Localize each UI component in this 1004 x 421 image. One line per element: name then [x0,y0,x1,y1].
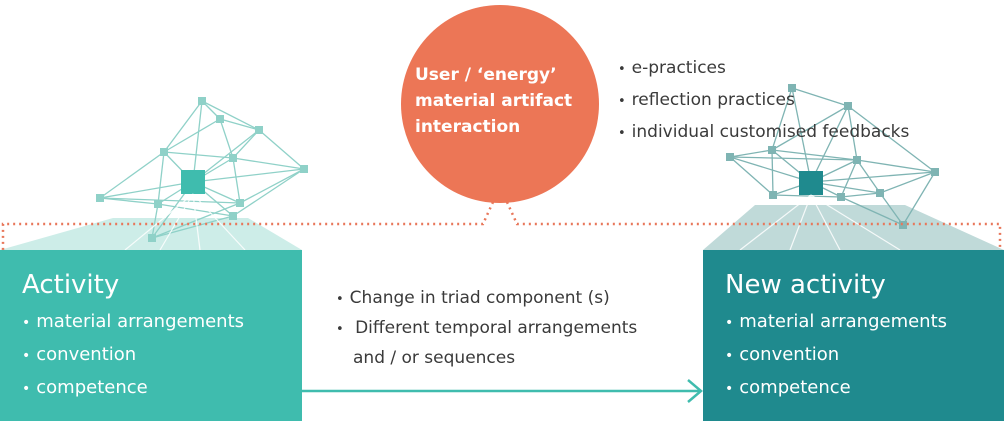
list-item: e-practices [618,53,909,85]
network-right-center-node [799,171,823,195]
list-item: material arrangements [725,306,1004,339]
list-item: competence [22,372,302,405]
list-item: material arrangements [22,306,302,339]
new-activity-box: New activity material arrangements conve… [703,250,1004,421]
practices-list: e-practices reflection practices individ… [618,53,910,149]
network-left-nodes [96,97,308,242]
network-left-center-node [181,170,205,194]
list-item: convention [22,339,302,372]
list-item: convention [725,339,1004,372]
activity-box: Activity material arrangements conventio… [0,250,302,421]
change-list: Change in triad component (s) Different … [336,284,638,373]
right-base-lines [739,194,901,251]
new-activity-list: material arrangements convention compete… [725,306,1004,405]
list-item: competence [725,372,1004,405]
circle-label: User / ‘energy’ material artifact intera… [415,62,597,140]
list-item: Different temporal arrangements and / or… [336,314,637,373]
list-item-line-1: Different temporal arrangements [355,318,638,338]
list-item-line-2: and / or sequences [353,348,516,368]
circle-line-3: interaction [415,117,521,137]
circle-line-2: material artifact [415,91,573,111]
arrow-right-icon [687,379,703,403]
left-base-lines [124,193,246,251]
activity-list: material arrangements convention compete… [22,306,302,405]
activity-title: Activity [22,270,120,300]
list-item: reflection practices [618,85,909,117]
dotted-frame-right [505,201,1002,250]
circle-line-1: User / ‘energy’ [415,65,557,85]
dotted-frame [1,201,495,250]
new-activity-title: New activity [725,270,886,300]
network-left-icon [99,100,305,239]
right-network-base [703,205,1004,250]
list-item: individual customised feedbacks [618,117,910,149]
interaction-circle [401,5,599,203]
list-item: Change in triad component (s) [336,284,637,314]
